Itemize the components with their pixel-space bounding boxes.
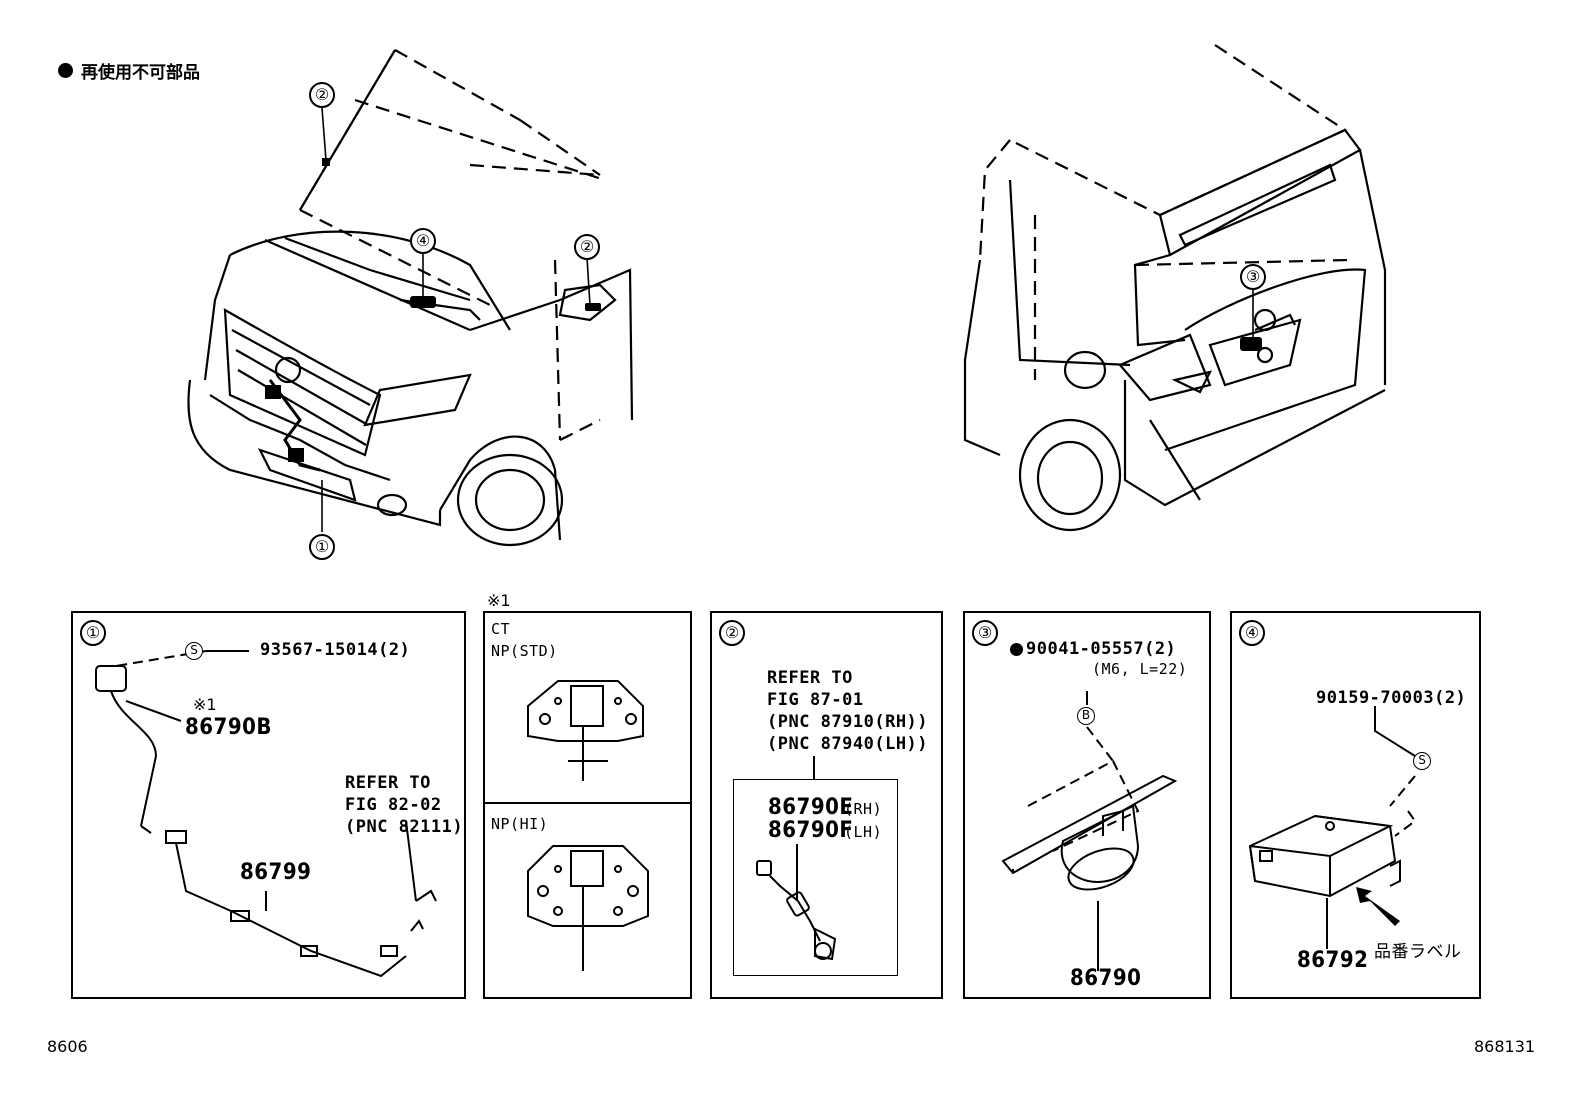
panel-x1-drawing bbox=[527, 680, 649, 971]
panel-1-part-86799: 86799 bbox=[240, 860, 312, 885]
panel-x1-np-std: NP(STD) bbox=[491, 642, 558, 660]
panel-2-refer-line-2: FIG 87-01 bbox=[767, 690, 864, 710]
legend-text: 再使用不可部品 bbox=[81, 63, 200, 83]
panel-1-note-mark: ※1 bbox=[193, 695, 217, 714]
callout-1: ① bbox=[309, 534, 335, 560]
panel-3-number: ③ bbox=[972, 620, 998, 646]
panel-x1-ct: CT bbox=[491, 620, 511, 638]
panel-2-number: ② bbox=[719, 620, 745, 646]
panel-x1-bracket-variants bbox=[483, 611, 692, 999]
panel-1-front-camera bbox=[71, 611, 466, 999]
legend-non-reusable: 再使用不可部品 bbox=[58, 58, 200, 83]
panel-2-refer-line-1: REFER TO bbox=[767, 668, 853, 688]
panel-4-bolt-part: 90159-70003(2) bbox=[1316, 688, 1467, 708]
vehicle-illustrations bbox=[187, 44, 1387, 547]
panel-4-number: ④ bbox=[1239, 620, 1265, 646]
panel-1-part-86790B: 86790B bbox=[185, 715, 272, 740]
footer-left-code: 8606 bbox=[47, 1037, 88, 1056]
panel-2-part-lh: 86790F bbox=[768, 818, 854, 843]
callout-2-left: ② bbox=[309, 82, 335, 108]
panel-3-bolt-mark: B bbox=[1077, 707, 1095, 725]
panel-1-drawing bbox=[95, 650, 437, 978]
non-reusable-dot-icon bbox=[1010, 643, 1023, 656]
panel-4-bolt-mark: S bbox=[1413, 752, 1431, 770]
panel-2-refer-line-3: (PNC 87910(RH)) bbox=[767, 712, 929, 732]
filled-dot-icon bbox=[58, 63, 73, 78]
panel-2-drawing bbox=[756, 756, 837, 961]
callout-3: ③ bbox=[1240, 264, 1266, 290]
panel-x1-header-mark: ※1 bbox=[487, 591, 511, 610]
panel-4-label-text: 品番ラベル bbox=[1374, 942, 1462, 962]
front-camera-marks bbox=[265, 158, 601, 462]
panel-4-camera-ecu bbox=[1230, 611, 1481, 999]
panel-3-bolt-spec: (M6, L=22) bbox=[1092, 660, 1188, 678]
panel-3-part-86790: 86790 bbox=[1070, 966, 1142, 991]
front-vehicle-drawing bbox=[187, 49, 634, 547]
panel-2-refer-line-4: (PNC 87940(LH)) bbox=[767, 734, 929, 754]
rear-vehicle-drawing bbox=[963, 44, 1387, 532]
panel-x1-np-hi: NP(HI) bbox=[491, 815, 549, 833]
panel-1-refer-line-1: REFER TO bbox=[345, 773, 431, 793]
panel-4-part-86792: 86792 bbox=[1297, 948, 1369, 973]
footer-right-code: 868131 bbox=[1474, 1037, 1536, 1056]
panel-2-part-rh: 86790E bbox=[768, 795, 854, 820]
panel-1-refer-line-2: FIG 82-02 bbox=[345, 795, 442, 815]
panel-1-bolt-part: 93567-15014(2) bbox=[260, 640, 411, 660]
panel-x1-divider bbox=[483, 802, 692, 804]
panel-1-number: ① bbox=[80, 620, 106, 646]
front-leader-lines bbox=[321, 107, 591, 532]
panel-2-inner-box bbox=[733, 779, 898, 976]
panel-4-drawing bbox=[1248, 706, 1417, 949]
panel-3-back-camera bbox=[963, 611, 1211, 999]
panel-2-rh-label: (RH) bbox=[844, 800, 883, 818]
rear-camera-mark bbox=[1240, 337, 1262, 351]
callout-2-right: ② bbox=[574, 234, 600, 260]
panel-2-lh-label: (LH) bbox=[844, 823, 883, 841]
callout-4: ④ bbox=[410, 228, 436, 254]
panel-1-refer-line-3: (PNC 82111) bbox=[345, 817, 464, 837]
panel-2-side-camera bbox=[710, 611, 943, 999]
panel-1-bolt-mark: S bbox=[185, 642, 203, 660]
panel-3-bolt-part: 90041-05557(2) bbox=[1026, 639, 1177, 659]
label-arrow-icon bbox=[1356, 887, 1400, 926]
panel-3-drawing bbox=[1001, 691, 1178, 971]
